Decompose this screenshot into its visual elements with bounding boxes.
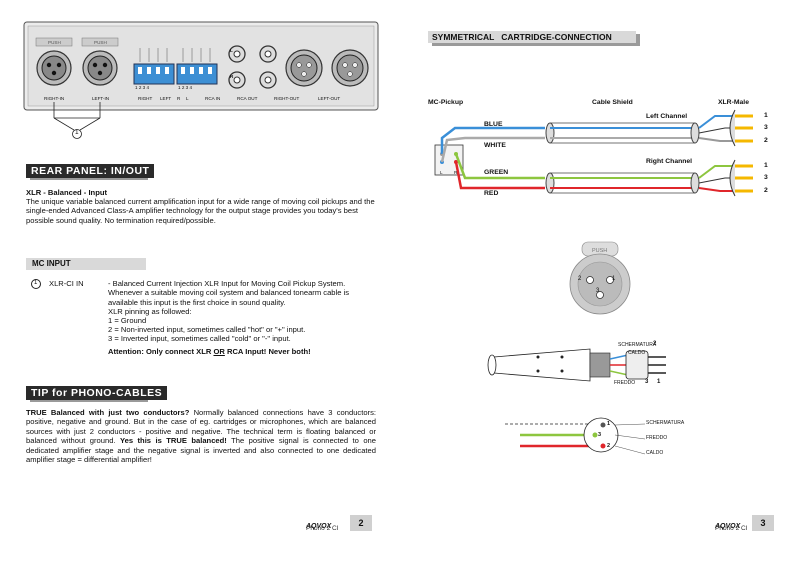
rca-r-label: R [230, 74, 234, 79]
face-pin-1: 1 [612, 276, 616, 282]
xlr-left-out-jack [331, 49, 369, 87]
plug-schermatura: SCHERMATURA [618, 342, 657, 348]
left-channel-label: Left Channel [646, 113, 688, 120]
dip-left-label: LEFT [160, 96, 172, 101]
xlr-male-label: XLR-Male [718, 99, 749, 106]
l-label: L [186, 96, 189, 101]
xlr-left-in-jack [81, 37, 119, 86]
rca-out-label: RCA OUT [237, 96, 258, 101]
xlr-female-face [569, 241, 631, 315]
pin-top-2: 2 [764, 137, 768, 144]
rear-panel-header: REAR PANEL: IN/OUT [26, 164, 155, 178]
red-wire-label: RED [484, 190, 499, 197]
tip-bold-2: Yes this is TRUE balanced! [119, 436, 227, 446]
rca-jacks [228, 45, 277, 89]
right-channel-label: Right Channel [646, 158, 693, 165]
pin-1-desc: 1 = Ground [108, 316, 147, 325]
cable-shield-label: Cable Shield [592, 99, 633, 106]
page-number: 2 [350, 515, 372, 531]
xlr-male-plug-bottom [729, 159, 753, 197]
aqvox-logo-right: AQVOX [715, 515, 740, 533]
wiring-caldo: CALDO [646, 450, 664, 456]
push-label: PUSH [48, 40, 61, 45]
xlr-male-plug-top [729, 109, 753, 147]
white-wire-label: WHITE [484, 142, 506, 149]
tip-text-2: The positive signal is connected to one … [26, 436, 376, 465]
green-wire-label: GREEN [484, 169, 509, 176]
face-pin-3: 3 [596, 288, 600, 294]
plug-num-1: 1 [657, 379, 661, 385]
dip-numbers-left: 1 2 3 4 [178, 85, 193, 90]
tip-text-1: Normally balanced connections have 3 con… [26, 408, 376, 446]
aqvox-logo-left: AQVOX [306, 515, 331, 533]
xlr-balanced-subtitle: XLR - Balanced - Input [26, 188, 108, 197]
push-label: PUSH [592, 248, 608, 254]
brand-logo: AQVOX [306, 523, 332, 530]
pin-bottom-3: 3 [764, 174, 768, 181]
wiring-num-3: 3 [598, 432, 602, 438]
wiring-freddo: FREDDO [646, 435, 668, 441]
mc-input-header-bar [26, 258, 146, 270]
dip-numbers-right: 1 2 3 4 [135, 85, 150, 90]
face-pin-2: 2 [578, 276, 582, 282]
callout-lines [53, 102, 101, 139]
marker-number: 1 [34, 280, 38, 286]
attention-note: Attention: Only connect XLR OR RCA Input… [108, 347, 311, 356]
xlr-plug-illustration [487, 348, 666, 382]
attention-or: OR [213, 347, 225, 356]
push-label: PUSH [94, 40, 107, 45]
plug-num-2: 2 [653, 341, 657, 347]
xlr-right-in-jack [35, 37, 73, 86]
pin-bottom-2: 2 [764, 187, 768, 194]
mc-input-header: MC INPUT [32, 259, 71, 268]
wiring-schermatura: SCHERMATURA [646, 420, 685, 426]
page-number: 3 [752, 515, 774, 531]
rear-panel-illustration [23, 21, 379, 111]
mc-pickup-label: MC-Pickup [428, 99, 464, 106]
mc-input-description: - Balanced Current Injection XLR Input f… [108, 279, 350, 307]
rear-panel-description: The unique variable balanced current amp… [26, 197, 375, 225]
dip-right-label: RIGHT [138, 96, 153, 101]
brand-logo: AQVOX [715, 523, 741, 530]
pickup-r-label: R [454, 170, 458, 175]
xlr-right-out-jack [285, 49, 323, 87]
plug-caldo: CALDO [628, 350, 646, 356]
blue-wire-label: BLUE [484, 121, 503, 128]
cable-shield-bottom [545, 172, 700, 194]
attention-text-b: RCA Input! Never both! [224, 347, 311, 356]
pin-top-3: 3 [764, 124, 768, 131]
marker-circle [31, 279, 41, 289]
rca-in-label: RCA IN [205, 96, 221, 101]
right-title-bar [428, 31, 636, 43]
xlr-ci-in-label: XLR-CI IN [49, 279, 84, 288]
attention-text-a: Attention: Only connect XLR [108, 347, 214, 356]
tip-header: TIP for PHONO-CABLES [26, 386, 168, 400]
footer-model: Phono 2 CI [306, 525, 339, 532]
tip-body: TRUE Balanced with just two conductors? … [26, 408, 376, 464]
wiring-num-2: 2 [607, 443, 611, 449]
r-label: R [177, 96, 181, 101]
pin-3-desc: 3 = Inverted input, sometimes called "co… [108, 334, 291, 343]
pin-bottom-1: 1 [764, 162, 768, 169]
right-title: SYMMETRICAL CARTRIDGE-CONNECTION [432, 32, 612, 42]
left-in-label: LEFT-IN [92, 96, 110, 101]
right-out-label: RIGHT-OUT [274, 96, 300, 101]
plug-num-3: 3 [645, 379, 649, 385]
footer-model: Phono 2 CI [715, 525, 748, 532]
right-in-label: RIGHT-IN [44, 96, 65, 101]
cartridge-wiring-diagram [434, 109, 753, 197]
callout-number: 1 [75, 129, 79, 136]
pin-top-1: 1 [764, 112, 768, 119]
tip-bold-1: TRUE Balanced with just two conductors? [26, 408, 190, 417]
wiring-num-1: 1 [607, 421, 611, 427]
rca-l-label: L [230, 48, 233, 53]
pin-2-desc: 2 = Non-inverted input, sometimes called… [108, 325, 306, 334]
xlr-pinning-heading: XLR pinning as followed: [108, 307, 192, 316]
pickup-l-label: L [440, 170, 443, 175]
left-out-label: LEFT-OUT [318, 96, 341, 101]
cable-shield-top [545, 122, 700, 144]
xlr-wiring-closeup [505, 417, 646, 455]
dip-switch-banks [133, 48, 218, 85]
plug-freddo: FREDDO [614, 380, 636, 386]
